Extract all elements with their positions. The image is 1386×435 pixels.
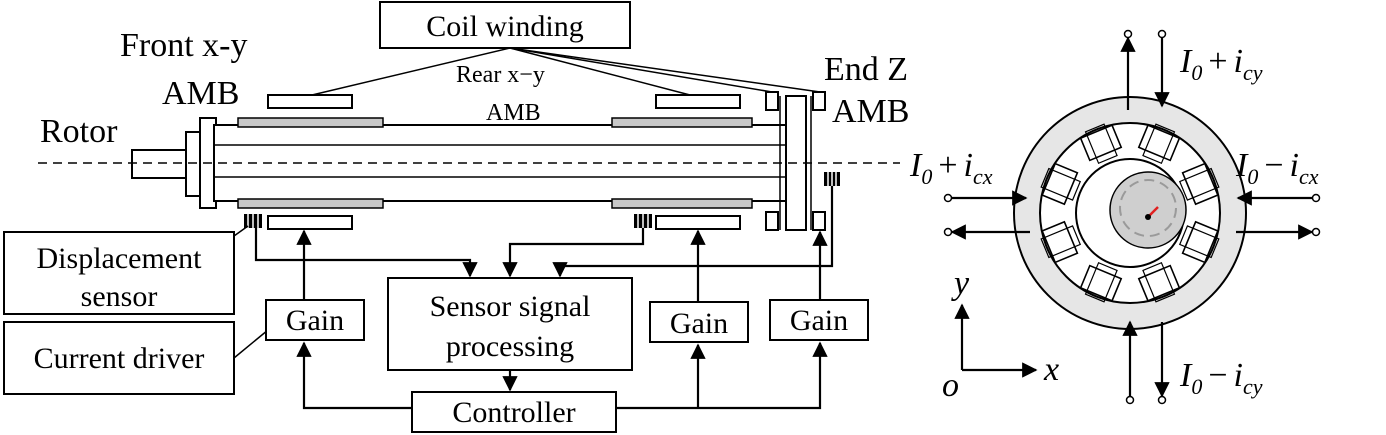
displacement-sensor-icon (824, 172, 840, 186)
rear-amb-label-2: AMB (486, 100, 541, 126)
axis-x-label: x (1043, 351, 1059, 388)
amb-cross-section: I0+icy I0−icy I0+icx I0−icx y x o (909, 29, 1321, 405)
stator-pole (1040, 162, 1082, 206)
pole-core (1178, 167, 1220, 201)
coordinate-axes: y x o (942, 265, 1059, 404)
axis-y-label: y (951, 265, 970, 302)
front-amb-label: Front x-y (120, 27, 248, 64)
pole-coil (1041, 220, 1079, 264)
rotor-disk (1109, 171, 1187, 249)
pole-core (1142, 261, 1176, 303)
pole-core (1178, 225, 1220, 259)
gain-box-front (265, 299, 365, 341)
stator-pole (1040, 220, 1082, 264)
coil-winding-label: Coil winding (426, 10, 584, 43)
sensor-signal-label-2: processing (446, 330, 574, 363)
stator-pole (1079, 261, 1123, 303)
current-label-top: I0+icy (1179, 43, 1263, 85)
gain-label-front: Gain (286, 304, 344, 337)
rotor-shaft-stub (131, 149, 189, 179)
current-driver-label: Current driver (34, 342, 205, 375)
pole-core (1142, 123, 1176, 165)
pole-coil (1137, 124, 1181, 162)
stator-pole (1178, 220, 1220, 264)
pole-coil (1079, 264, 1123, 302)
coil-winding-leaders (311, 47, 821, 96)
current-label-right: I0−icx (1235, 147, 1319, 189)
pole-coil (1079, 124, 1123, 162)
current-label-left: I0+icx (909, 147, 993, 189)
controller-label: Controller (452, 396, 575, 429)
signal-wiring (254, 186, 834, 410)
end-amb-label-2: AMB (832, 93, 909, 130)
end-coil-top-right (812, 91, 826, 111)
front-amb-label-2: AMB (162, 75, 239, 112)
rear-amb-stack-top (611, 117, 753, 128)
current-driver-box (3, 321, 235, 395)
pole-core (1040, 167, 1082, 201)
pole-coil (1041, 162, 1079, 206)
displacement-sensor-icon (634, 214, 652, 228)
rotor-orbit (1119, 179, 1177, 237)
stator-pole (1079, 123, 1123, 165)
front-amb-stack-bottom (237, 198, 384, 209)
pole-coil (1137, 264, 1181, 302)
pole-coil (1181, 162, 1219, 206)
rotor-schematic (38, 47, 900, 231)
current-label-bottom: I0−icy (1179, 357, 1263, 399)
stator-pole (1137, 123, 1181, 165)
coil-leads (943, 29, 1321, 405)
rear-coil-top (655, 94, 741, 109)
front-coil-bottom (267, 215, 353, 230)
gain-label-end: Gain (790, 304, 848, 337)
stator-pole (1178, 162, 1220, 206)
pole-core (1084, 261, 1118, 303)
displacement-sensor-label-2: sensor (81, 280, 158, 313)
front-amb-stack-top (237, 117, 384, 128)
end-coil-top-left (765, 91, 779, 111)
pole-coil (1181, 220, 1219, 264)
controller-box (411, 391, 617, 433)
rear-amb-stack-bottom (611, 198, 753, 209)
displacement-sensor-box (3, 231, 235, 315)
axis-origin-label: o (942, 367, 959, 404)
rotor-label: Rotor (40, 113, 118, 150)
gain-label-rear: Gain (670, 307, 728, 340)
rear-amb-label: Rear x−y (456, 62, 545, 88)
sensor-signal-label: Sensor signal (430, 290, 591, 323)
pole-core (1084, 123, 1118, 165)
rear-coil-bottom (655, 215, 741, 230)
pole-core (1040, 225, 1082, 259)
coil-winding-box (379, 1, 631, 49)
end-coil-bottom-right (812, 211, 826, 231)
front-coil-top (267, 94, 353, 109)
end-coil-bottom-left (765, 211, 779, 231)
sensor-signal-box (387, 277, 633, 371)
displacement-sensor-label: Displacement (37, 242, 203, 275)
stator-poles (1040, 123, 1220, 303)
displacement-sensor-icon (244, 214, 262, 228)
stator-pole (1137, 261, 1181, 303)
end-amb-label: End Z (824, 51, 908, 88)
